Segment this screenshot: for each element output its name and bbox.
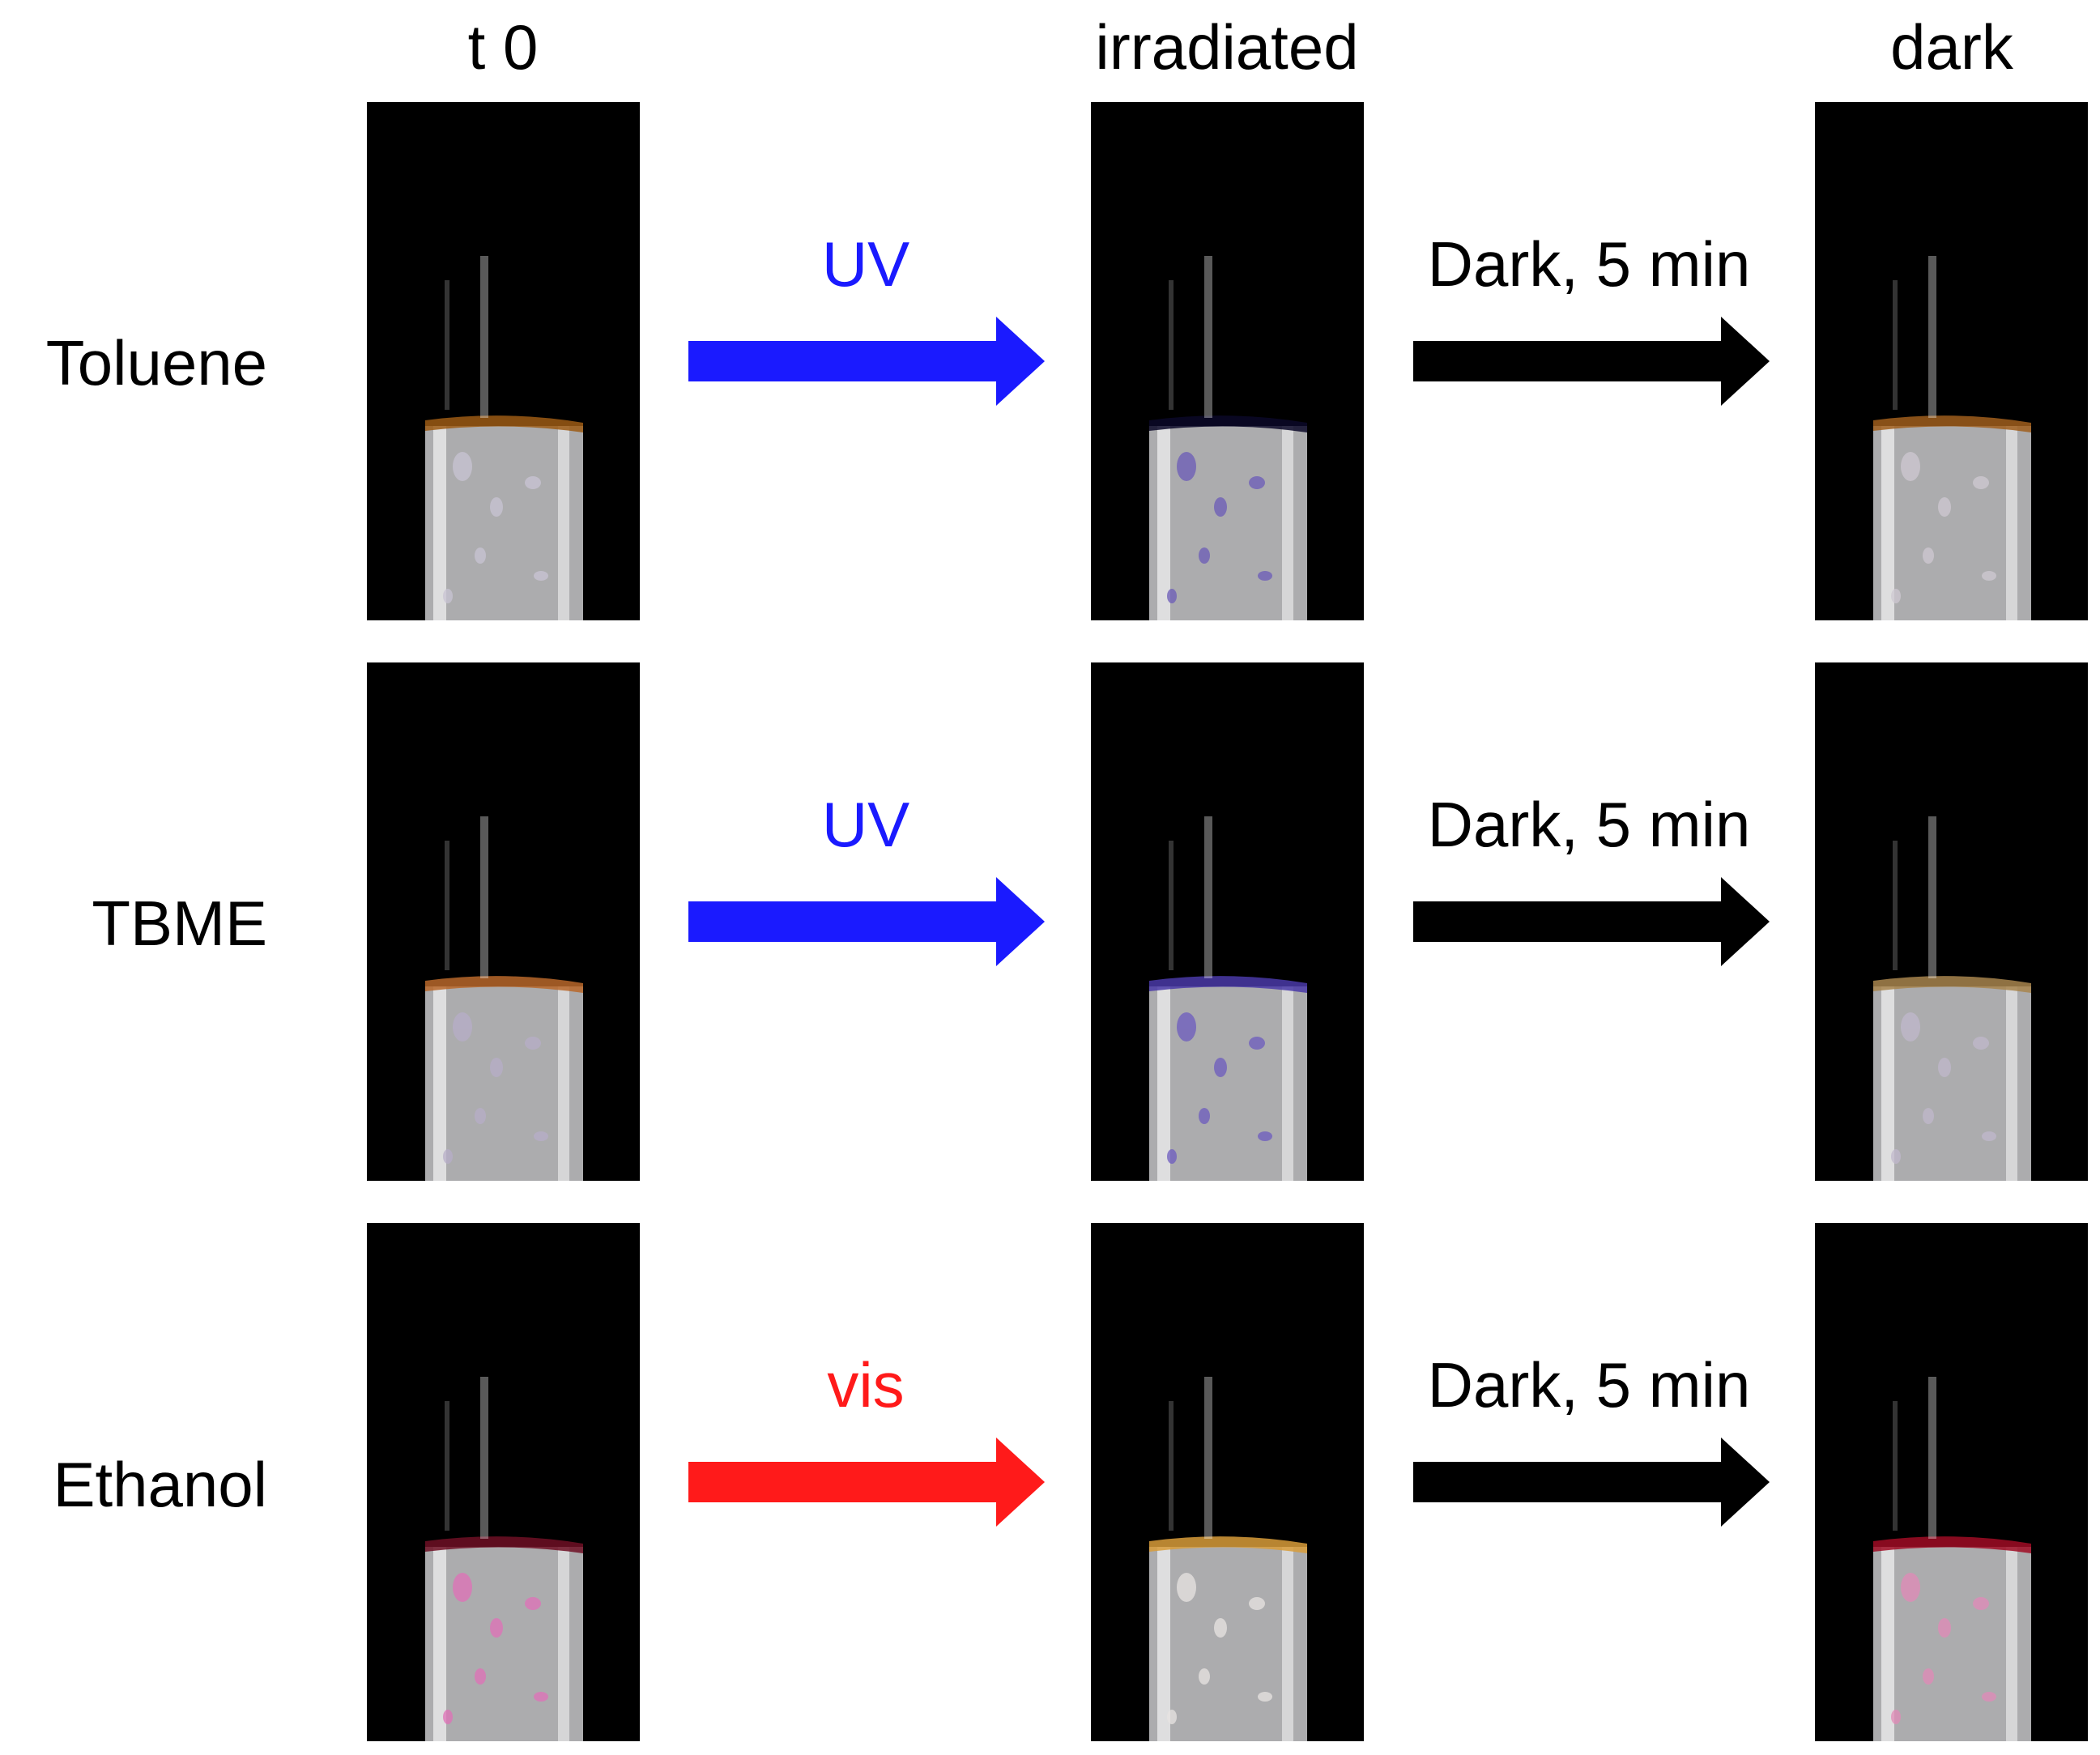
panel-label: (f)	[1922, 691, 1981, 760]
dark-label: Dark, 5 min	[1427, 789, 1751, 860]
tube-photo-f: (f)	[1815, 662, 2088, 1181]
light-arrow	[688, 1438, 1045, 1527]
dark-arrow	[1413, 1438, 1770, 1527]
panel-label: (i)	[1923, 1251, 1979, 1320]
light-label: UV	[821, 789, 910, 860]
tube-photo-d: (d)	[367, 662, 640, 1181]
dark-label: Dark, 5 min	[1427, 228, 1751, 300]
dark-label: Dark, 5 min	[1427, 1349, 1751, 1421]
column-header-irradiated: irradiated	[1095, 11, 1359, 83]
panel-label: (b)	[1190, 130, 1265, 199]
panel-label: (c)	[1915, 130, 1987, 199]
tube-photo-c: (c)	[1815, 102, 2088, 620]
column-header-t0: t 0	[467, 11, 539, 83]
panel-label: (g)	[466, 1251, 541, 1320]
panel-label: (e)	[1190, 691, 1265, 760]
tube-photo-h: (h)	[1091, 1223, 1364, 1741]
row-label-ethanol: Ethanol	[53, 1449, 267, 1520]
tube-photo-a: (a)	[367, 102, 640, 620]
column-header-dark: dark	[1890, 11, 2013, 83]
row-label-tbme: TBME	[92, 888, 267, 959]
panel-label: (a)	[466, 130, 541, 199]
light-arrow	[688, 877, 1045, 966]
tube-photo-b: (b)	[1091, 102, 1364, 620]
tube-photo-i: (i)	[1815, 1223, 2088, 1741]
panel-label: (h)	[1190, 1251, 1265, 1320]
row-label-toluene: Toluene	[45, 327, 267, 398]
dark-arrow	[1413, 877, 1770, 966]
light-label: UV	[821, 228, 910, 300]
light-arrow	[688, 317, 1045, 406]
tube-photo-g: (g)	[367, 1223, 640, 1741]
panel-label: (d)	[466, 691, 541, 760]
light-label: vis	[827, 1349, 905, 1421]
dark-arrow	[1413, 317, 1770, 406]
tube-photo-e: (e)	[1091, 662, 1364, 1181]
